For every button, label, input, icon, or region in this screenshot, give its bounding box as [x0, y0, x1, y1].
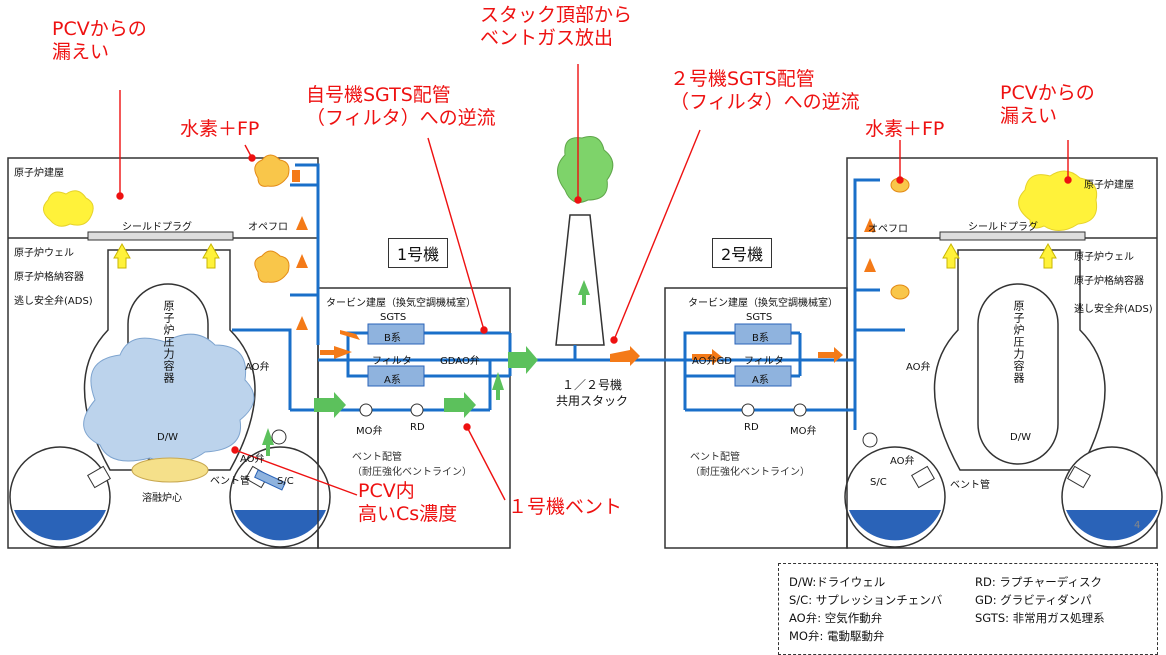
unit2-rpv-label: 原子炉圧力容器 [1012, 300, 1025, 384]
green-arrows [262, 280, 590, 456]
unit2-mo-valve-label: MO弁 [790, 426, 817, 437]
unit1-filter-label: フィルタ [372, 356, 412, 367]
unit2-turbine-building [664, 287, 848, 549]
legend-ao: AO弁: 空気作動弁 [789, 611, 883, 625]
legend-dw: D/W:ドライウェル [789, 575, 886, 589]
unit1-rd-label: RD [410, 422, 425, 433]
orange-arrows [292, 170, 876, 366]
unit1-a-train-label: A系 [384, 375, 401, 386]
unit2-smoke [890, 177, 910, 300]
unit2-suppression-chamber [844, 446, 1163, 548]
unit2-ads-label: 逃し安全弁(ADS) [1074, 304, 1153, 315]
page-number: 4 [1134, 520, 1141, 531]
unit1-sgts-label: SGTS [380, 312, 407, 323]
unit2-pcv-label: 原子炉格納容器 [1074, 276, 1144, 287]
unit1-ads-label: 逃し安全弁(ADS) [14, 296, 93, 307]
unit1-dw-label: D/W [157, 432, 178, 443]
unit1-gd-ao-label: GDAO弁 [440, 356, 480, 367]
legend-rd: RD: ラプチャーディスク [975, 575, 1102, 589]
unit1-molten-core-label: 溶融炉心 [142, 493, 182, 504]
yellow-arrows [113, 242, 1057, 269]
unit2-title: 2号機 [712, 238, 773, 268]
unit1-ao-valve2-label: AO弁 [240, 454, 265, 465]
unit1-turbine-building-label: タービン建屋（換気空調機械室） [326, 298, 476, 309]
shared-stack [555, 214, 605, 346]
annotation-own-sgts-backflow: 自号機SGTS配管 （フィルタ）への逆流 [306, 84, 496, 129]
annotation-pcv-high-cs: PCV内 高いCs濃度 [358, 480, 458, 525]
annotation-unit2-sgts-backflow: ２号機SGTS配管 （フィルタ）への逆流 [670, 68, 860, 113]
unit2-vent-line-label: ベント配管 （耐圧強化ベントライン） [690, 452, 810, 478]
unit2-ao-gd-label: AO弁GD [692, 356, 732, 367]
unit1-dw-cloud [83, 333, 255, 464]
unit1-molten-core [131, 457, 209, 483]
unit1-rpv-label: 原子炉圧力容器 [162, 300, 175, 384]
unit1-vent-line-label: ベント配管 （耐圧強化ベントライン） [352, 452, 472, 478]
annotation-unit1-vent: １号機ベント [508, 496, 623, 518]
valves [271, 403, 878, 448]
unit2-sc-label: S/C [870, 477, 887, 488]
unit2-shield-plug-label: シールドプラグ [968, 222, 1038, 233]
unit2-a-train-label: A系 [752, 375, 769, 386]
unit2-b-train-label: B系 [752, 333, 769, 344]
unit2-yellow-leak [1018, 170, 1098, 231]
unit1-reactor-well-label: 原子炉ウェル [14, 248, 74, 259]
unit2-blowout-label: オペフロ [868, 224, 908, 235]
unit1-sc-label: S/C [277, 476, 294, 487]
unit2-ao-valve-label: AO弁 [906, 362, 931, 373]
unit1-smoke [254, 154, 290, 283]
annotation-stack-top-release: スタック頂部から ベントガス放出 [480, 4, 633, 49]
unit1-vent-pipe-label: ベント管 [210, 476, 250, 487]
annotation-h2-fp-right: 水素＋FP [865, 118, 945, 140]
unit2-sgts-label: SGTS [746, 312, 773, 323]
legend-sgts: SGTS: 非常用ガス処理系 [975, 611, 1105, 625]
unit1-suppression-chamber [9, 446, 331, 548]
unit2-vent-pipe-label: ベント管 [950, 480, 990, 491]
legend-gd: GD: グラビティダンパ [975, 593, 1092, 607]
stack-label: １／２号機 共用スタック [556, 378, 629, 408]
red-leaders [116, 64, 1072, 501]
unit2-dw-label: D/W [1010, 432, 1031, 443]
legend-sc: S/C: サプレッションチェンバ [789, 593, 943, 607]
annotation-pcv-leak-right: PCVからの 漏えい [1000, 82, 1095, 127]
unit1-sgts-boxes [367, 323, 425, 387]
unit1-blowout-label: オペフロ [248, 222, 288, 233]
unit2-pcv [933, 249, 1106, 471]
unit2-rd-label: RD [744, 422, 759, 433]
unit1-shield-plug-label: シールドプラグ [122, 222, 192, 233]
unit1-yellow-leak [43, 190, 94, 227]
unit1-mo-valve-label: MO弁 [356, 426, 383, 437]
annotation-pcv-leak-left: PCVからの 漏えい [52, 18, 147, 63]
stack-smoke [557, 136, 614, 203]
legend-mo: MO弁: 電動駆動弁 [789, 629, 885, 643]
annotation-h2-fp-left: 水素＋FP [180, 118, 260, 140]
unit1-ao-valve-label: AO弁 [245, 362, 270, 373]
unit1-b-train-label: B系 [384, 333, 401, 344]
unit1-turbine-building [317, 287, 511, 549]
unit2-sgts-boxes [734, 323, 792, 387]
unit2-filter-label: フィルタ [744, 356, 784, 367]
unit2-ao-valve2-label: AO弁 [890, 456, 915, 467]
unit1-pcv-label: 原子炉格納容器 [14, 272, 84, 283]
unit1-title: 1号機 [388, 238, 449, 268]
legend-box: D/W:ドライウェル S/C: サプレッションチェンバ AO弁: 空気作動弁 M… [778, 563, 1158, 655]
unit2-turbine-building-label: タービン建屋（換気空調機械室） [688, 298, 838, 309]
unit2-reactor-building-label: 原子炉建屋 [1084, 180, 1134, 191]
unit2-reactor-well-label: 原子炉ウェル [1074, 252, 1134, 263]
unit1-reactor-building-label: 原子炉建屋 [14, 168, 64, 179]
